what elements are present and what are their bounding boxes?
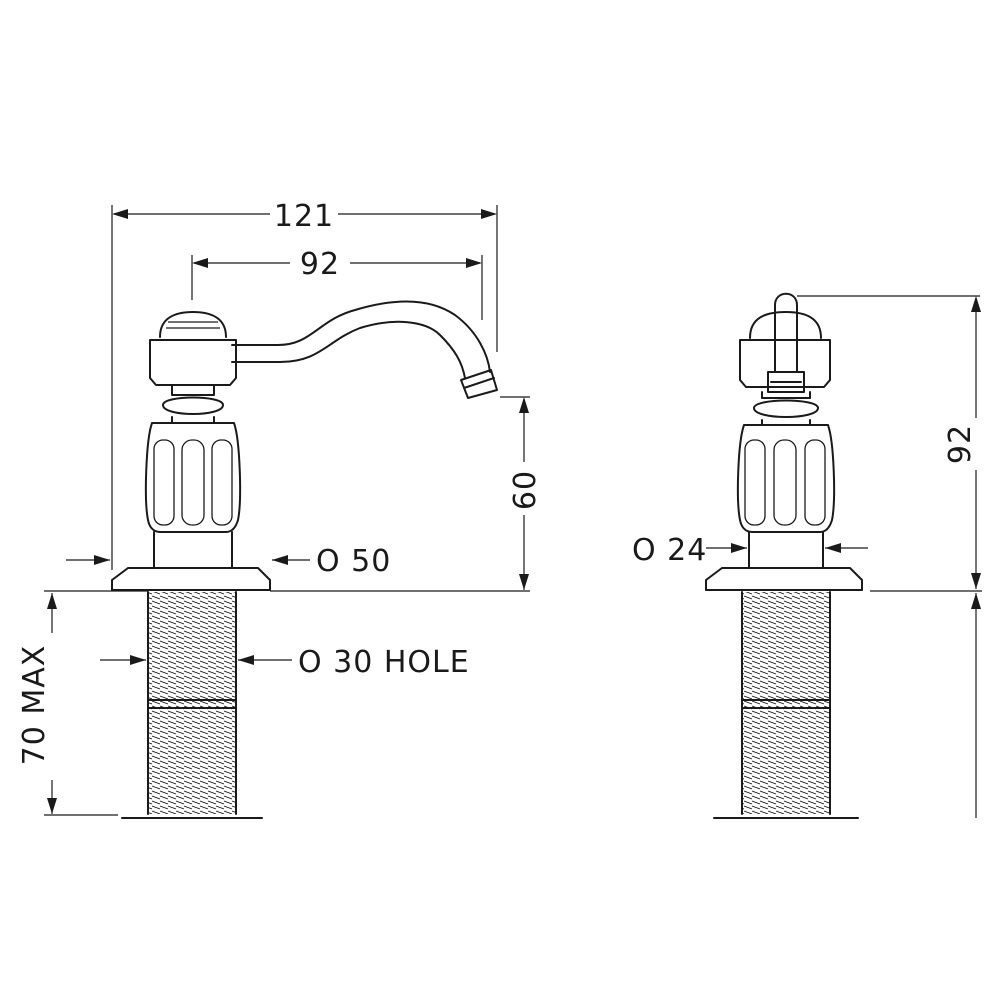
front-head-block <box>739 339 831 388</box>
front-shank <box>741 591 831 815</box>
dim-overall-width: 121 <box>274 199 334 234</box>
knob-ridges <box>166 321 220 329</box>
front-flute-3 <box>804 439 826 526</box>
shank-threads <box>148 592 236 814</box>
head-block <box>149 339 237 386</box>
front-spout <box>774 292 798 373</box>
dim-overall-height: 92 <box>943 424 978 464</box>
base-flange <box>111 567 271 591</box>
front-neck <box>753 391 819 426</box>
front-view <box>705 292 863 819</box>
front-body <box>736 424 836 533</box>
neck <box>162 384 224 424</box>
knob-top <box>159 311 227 338</box>
spout <box>231 300 491 379</box>
dim-spout-reach: 92 <box>300 247 340 282</box>
dim-base-diameter: O 50 <box>316 544 391 579</box>
flute-1 <box>153 439 175 526</box>
dim-spout-height: 60 <box>508 470 543 510</box>
flute-3 <box>211 439 233 526</box>
dimensions: 121 92 60 O 50 O 30 HOLE 70 MAX 9 <box>17 199 982 818</box>
front-shank-threads <box>742 592 830 814</box>
front-flute-1 <box>744 439 766 526</box>
dim-shank-length: 70 MAX <box>17 645 52 766</box>
front-collar <box>748 531 824 569</box>
dim-body-diameter: O 24 <box>632 533 707 568</box>
fluted-body <box>144 422 242 533</box>
front-aerator <box>767 371 805 393</box>
front-flute-2 <box>773 439 797 526</box>
front-base-flange <box>705 567 863 591</box>
collar <box>153 531 233 569</box>
dim-hole-diameter: O 30 HOLE <box>298 645 470 680</box>
shank <box>147 591 237 815</box>
front-knob-top <box>749 311 822 339</box>
side-view <box>111 300 498 819</box>
aerator <box>460 369 498 399</box>
flute-2 <box>181 439 205 526</box>
